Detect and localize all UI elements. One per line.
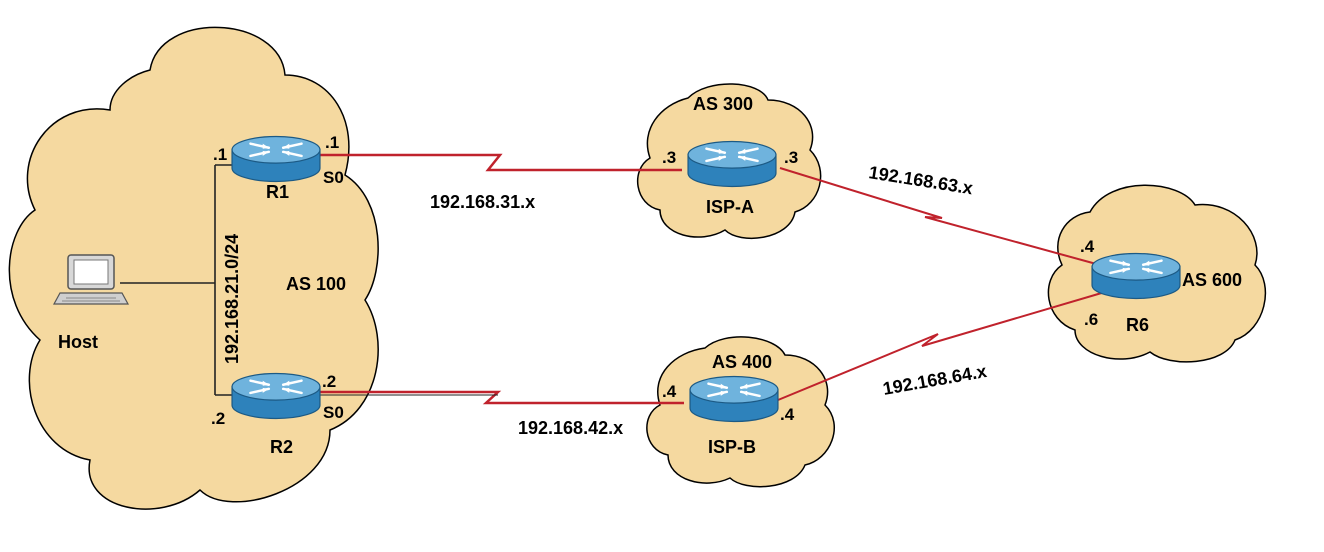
ispa-ip-right: .3 xyxy=(784,148,798,167)
ispa-label: ISP-A xyxy=(706,197,754,217)
r2-serial-ip: .2 xyxy=(322,372,336,391)
as400-label: AS 400 xyxy=(712,352,772,372)
link-label-r2-ispb: 192.168.42.x xyxy=(518,418,623,438)
r6-ip-bottom: .6 xyxy=(1084,310,1098,329)
ispa-ip-left: .3 xyxy=(662,148,676,167)
as100-label: AS 100 xyxy=(286,274,346,294)
r2-label: R2 xyxy=(270,437,293,457)
as300-label: AS 300 xyxy=(693,94,753,114)
link-label-ispb-r6: 192.168.64.x xyxy=(881,361,988,399)
r1-serial-if: S0 xyxy=(323,168,344,187)
as600-label: AS 600 xyxy=(1182,270,1242,290)
as100-cloud xyxy=(8,26,379,510)
router-icon xyxy=(686,140,778,188)
ispb-label: ISP-B xyxy=(708,437,756,457)
computer-icon xyxy=(52,254,130,305)
link-label-ispa-r6: 192.168.63.x xyxy=(867,162,974,198)
wan-link-ispa-r6 xyxy=(779,167,1101,266)
router-icon xyxy=(688,375,780,423)
r1-label: R1 xyxy=(266,182,289,202)
host-label: Host xyxy=(58,332,98,352)
wan-link-ispb-r6 xyxy=(777,291,1106,401)
ispb-ip-left: .4 xyxy=(662,382,677,401)
router-icon xyxy=(1090,252,1182,300)
lan-subnet-label: 192.168.21.0/24 xyxy=(222,234,242,364)
router-icon xyxy=(230,372,322,420)
r2-serial-if: S0 xyxy=(323,403,344,422)
router-icon xyxy=(230,135,322,183)
r2-lan-ip: .2 xyxy=(211,409,225,428)
r6-ip-top: .4 xyxy=(1080,237,1095,256)
r1-serial-ip: .1 xyxy=(325,133,339,152)
ispb-ip-right: .4 xyxy=(780,405,795,424)
wan-link-r1-ispa xyxy=(320,153,682,172)
r6-label: R6 xyxy=(1126,315,1149,335)
link-label-r1-ispa: 192.168.31.x xyxy=(430,192,535,212)
wan-link-r2-ispb xyxy=(320,390,684,405)
r1-lan-ip: .1 xyxy=(213,145,227,164)
